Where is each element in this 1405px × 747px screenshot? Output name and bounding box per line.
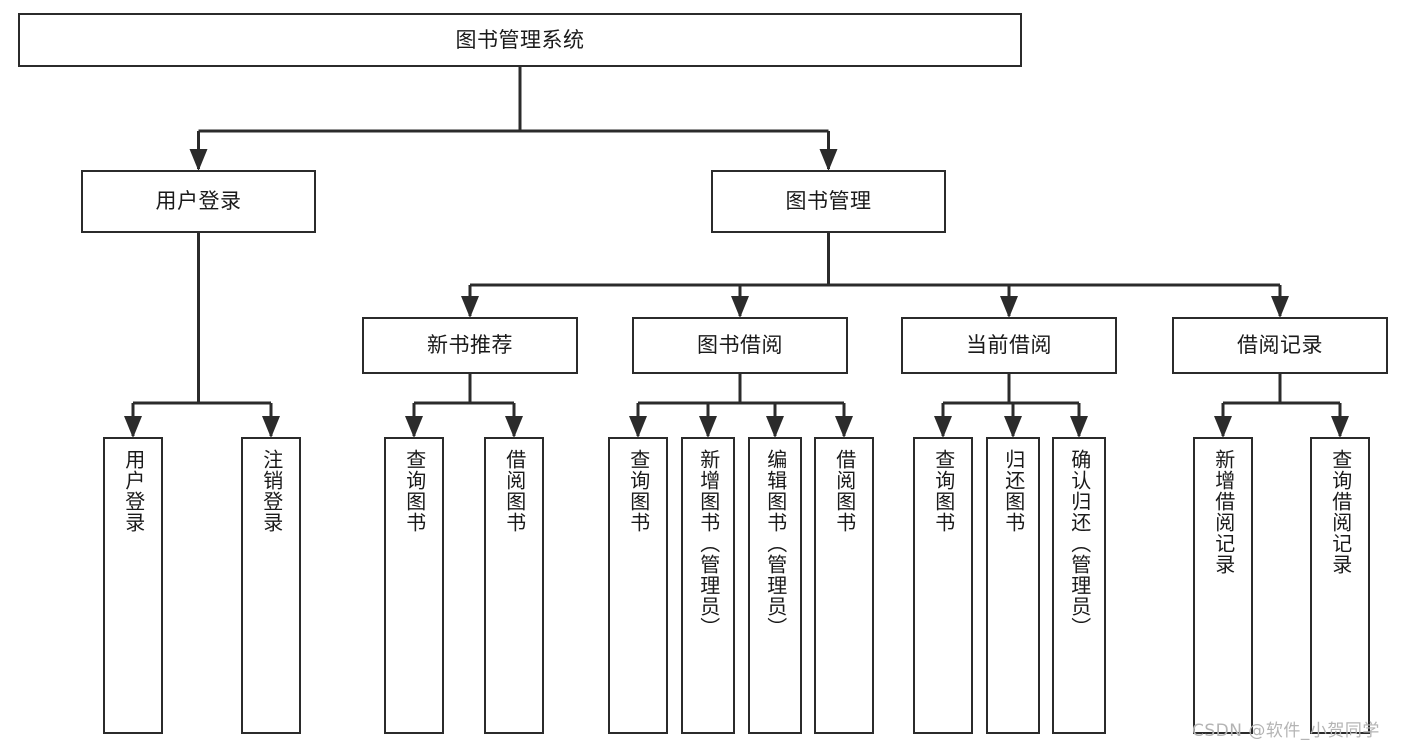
node-label-leaf-borrow-1: 借阅图书 [502, 449, 527, 533]
node-label-leaf-edit-book: 编辑图书（管理员） [763, 449, 788, 638]
node-label-leaf-logout: 注销登录 [259, 449, 284, 533]
node-label-new-book-rec: 新书推荐 [427, 333, 513, 358]
edge-arrowhead [1000, 296, 1018, 318]
node-label-root: 图书管理系统 [455, 27, 585, 52]
node-new-book-rec[interactable]: 新书推荐 [362, 317, 578, 374]
node-book-manage[interactable]: 图书管理 [711, 170, 946, 233]
node-leaf-edit-book[interactable]: 编辑图书（管理员） [748, 437, 802, 734]
node-leaf-confirm[interactable]: 确认归还（管理员） [1052, 437, 1106, 734]
edge-arrowhead [505, 416, 523, 438]
node-leaf-query-2[interactable]: 查询图书 [608, 437, 668, 734]
edge-arrowhead [1331, 416, 1349, 438]
node-label-borrow-record: 借阅记录 [1237, 333, 1323, 358]
edge-arrowhead [189, 149, 208, 171]
node-borrow-record[interactable]: 借阅记录 [1172, 317, 1388, 374]
node-label-leaf-add-book: 新增图书（管理员） [696, 449, 721, 638]
node-leaf-query-rec[interactable]: 查询借阅记录 [1310, 437, 1370, 734]
node-leaf-borrow-1[interactable]: 借阅图书 [484, 437, 544, 734]
edge-arrowhead [262, 416, 280, 438]
node-user-login[interactable]: 用户登录 [81, 170, 316, 233]
edge-arrowhead [1214, 416, 1232, 438]
node-label-user-login: 用户登录 [155, 189, 242, 214]
edge-arrowhead [629, 416, 647, 438]
node-label-leaf-confirm: 确认归还（管理员） [1067, 449, 1092, 638]
edge-arrowhead [699, 416, 717, 438]
node-label-leaf-query-rec: 查询借阅记录 [1328, 449, 1353, 575]
node-leaf-borrow-2[interactable]: 借阅图书 [814, 437, 874, 734]
edge-arrowhead [124, 416, 142, 438]
node-leaf-query-3[interactable]: 查询图书 [913, 437, 973, 734]
node-label-leaf-query-1: 查询图书 [402, 449, 427, 533]
node-label-leaf-query-3: 查询图书 [931, 449, 956, 533]
node-current-borrow[interactable]: 当前借阅 [901, 317, 1117, 374]
edge-arrowhead [1070, 416, 1088, 438]
edge-arrowhead [405, 416, 423, 438]
node-label-leaf-return: 归还图书 [1001, 449, 1026, 533]
node-label-leaf-query-2: 查询图书 [626, 449, 651, 533]
csdn-watermark: CSDN @软件_小贺同学 [1192, 721, 1380, 741]
node-label-leaf-borrow-2: 借阅图书 [832, 449, 857, 533]
edge-arrowhead [934, 416, 952, 438]
node-leaf-query-1[interactable]: 查询图书 [384, 437, 444, 734]
node-leaf-logout[interactable]: 注销登录 [241, 437, 301, 734]
edge-arrowhead [731, 296, 749, 318]
node-root[interactable]: 图书管理系统 [18, 13, 1022, 67]
node-leaf-user-login[interactable]: 用户登录 [103, 437, 163, 734]
node-label-leaf-add-rec: 新增借阅记录 [1211, 449, 1236, 575]
node-label-book-borrow: 图书借阅 [697, 333, 783, 358]
node-label-current-borrow: 当前借阅 [966, 333, 1052, 358]
edge-arrowhead [1004, 416, 1022, 438]
edge-arrowhead [461, 296, 479, 318]
node-leaf-add-rec[interactable]: 新增借阅记录 [1193, 437, 1253, 734]
edge-arrowhead [766, 416, 784, 438]
edge-arrowhead [835, 416, 853, 438]
node-label-leaf-user-login: 用户登录 [121, 449, 146, 533]
node-leaf-return[interactable]: 归还图书 [986, 437, 1040, 734]
node-book-borrow[interactable]: 图书借阅 [632, 317, 848, 374]
edge-arrowhead [1271, 296, 1289, 318]
node-label-book-manage: 图书管理 [785, 189, 872, 214]
node-leaf-add-book[interactable]: 新增图书（管理员） [681, 437, 735, 734]
edge-arrowhead [819, 149, 838, 171]
